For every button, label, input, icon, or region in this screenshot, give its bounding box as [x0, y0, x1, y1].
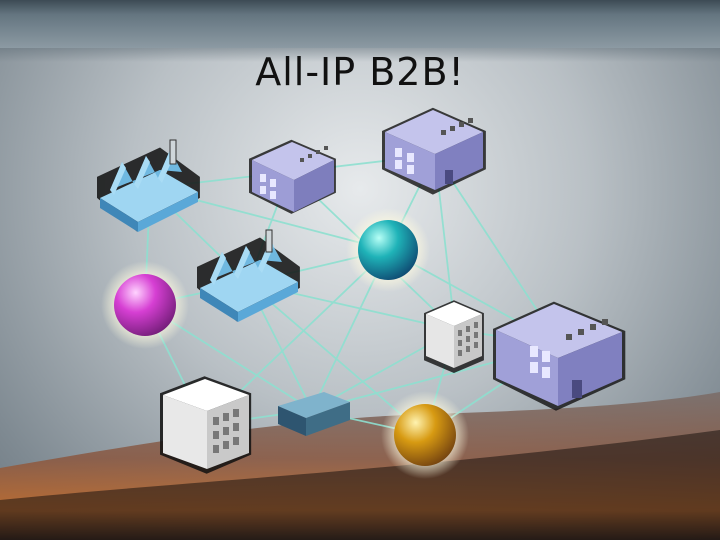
factory-icon [197, 230, 300, 322]
tower-building-icon [160, 376, 251, 474]
sphere-icon [381, 391, 469, 479]
sphere-icon [101, 261, 189, 349]
factory-icon [97, 140, 200, 232]
tower-building-icon [424, 300, 484, 373]
sphere-icon [346, 208, 430, 292]
network-switch-icon [278, 392, 350, 436]
office-building-icon [382, 108, 486, 195]
